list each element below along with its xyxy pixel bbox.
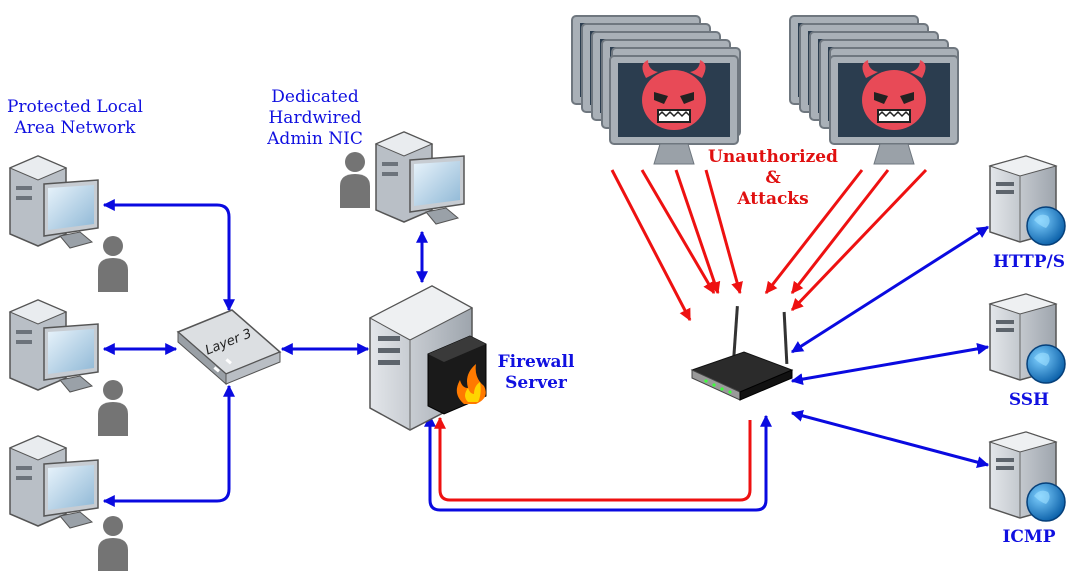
admin-computer-icon	[375, 131, 465, 225]
attacker-group-left	[571, 15, 741, 165]
link-router-firewall-blue	[424, 414, 772, 512]
attack-arrow-6	[790, 169, 890, 294]
link-router-firewall-red	[434, 416, 752, 502]
http-server-icon	[989, 155, 1066, 246]
user-icon	[98, 516, 128, 571]
attack-connections	[434, 168, 928, 502]
attack-arrow-2	[640, 169, 716, 295]
attack-arrow-4	[704, 169, 743, 295]
link-router-http	[790, 225, 990, 354]
ssh-label: SSH	[1008, 390, 1050, 410]
link-router-ssh	[790, 342, 990, 386]
admin-nic-label: Dedicated Hardwired Admin NIC	[267, 87, 363, 149]
attacker-group-right	[789, 15, 959, 165]
attack-arrow-7	[790, 168, 928, 312]
lan-label: Protected Local Area Network	[6, 97, 143, 138]
workstation-3	[9, 435, 128, 571]
icmp-label: ICMP	[1002, 527, 1056, 547]
wireless-router-icon	[690, 305, 794, 401]
attack-arrow-3	[674, 169, 721, 295]
link-ws3-switch	[102, 384, 235, 507]
icmp-server-icon	[989, 431, 1066, 522]
desktop-computer-icon	[9, 155, 99, 249]
attack-arrow-5	[764, 169, 864, 294]
firewall-server-icon	[368, 285, 487, 431]
lan-connections	[102, 199, 990, 512]
link-router-icmp	[790, 409, 990, 469]
attack-arrow-1	[610, 169, 692, 322]
devil-face-icon	[642, 60, 706, 130]
workstation-1	[9, 155, 128, 292]
desktop-computer-icon	[9, 435, 99, 529]
link-ws1-switch	[102, 199, 235, 312]
http-label: HTTP/S	[992, 252, 1066, 272]
firewall-label: Firewall Server	[497, 352, 575, 393]
devil-face-icon	[862, 60, 926, 130]
admin-user-icon	[340, 152, 370, 208]
desktop-computer-icon	[9, 299, 99, 393]
workstation-2	[9, 299, 128, 436]
layer3-switch-icon	[176, 309, 282, 386]
user-icon	[98, 380, 128, 436]
ssh-server-icon	[989, 293, 1066, 384]
attacks-label: Unauthorized & Attacks	[708, 147, 838, 209]
user-icon	[98, 236, 128, 292]
